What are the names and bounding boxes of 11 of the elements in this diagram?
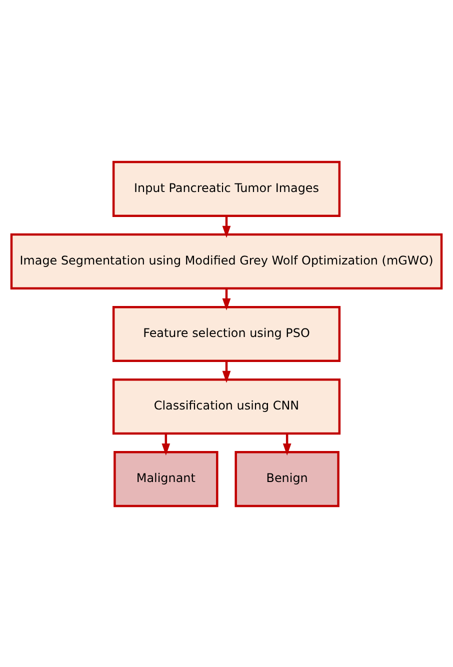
arrow <box>222 288 231 310</box>
node-box: Feature selection using PSO <box>112 305 341 362</box>
node-box: Benign <box>234 450 340 507</box>
node-box: Input Pancreatic Tumor Images <box>112 160 341 216</box>
arrow <box>162 433 170 455</box>
arrow <box>282 433 292 455</box>
arrow <box>222 360 231 382</box>
node-box: Image Segmentation using Modified Grey Wolf Optimization (mGWO) <box>10 232 443 289</box>
node-box: Malignant <box>114 450 218 507</box>
node-box: Classification using CNN <box>112 378 341 434</box>
arrow <box>222 215 231 238</box>
